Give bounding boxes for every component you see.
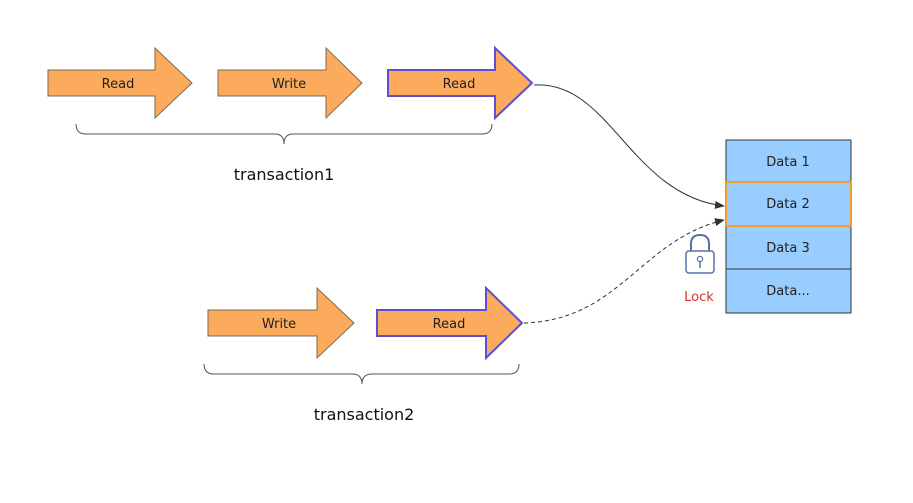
data-cell-more: Data... xyxy=(766,284,809,299)
step-arrow-shape-active xyxy=(387,45,534,121)
data-cell-2: Data 2 xyxy=(766,197,809,212)
transaction1-brace xyxy=(75,123,493,145)
transaction1-step-read-1: Read xyxy=(47,46,193,120)
step-arrow-shape xyxy=(217,46,363,120)
data-cell-1: Data 1 xyxy=(766,155,809,170)
step-arrow-shape xyxy=(47,46,193,120)
transaction2-brace xyxy=(203,363,520,385)
transaction1-step-read-2: Read xyxy=(387,45,534,121)
transaction1-label: transaction1 xyxy=(234,165,335,184)
step-arrow-shape xyxy=(207,286,355,360)
transaction1-step-write: Write xyxy=(217,46,363,120)
data-store: Data 1 Data 2 Data 3 Data... xyxy=(725,139,852,314)
step-label: Write xyxy=(272,77,306,92)
data-cell-highlight xyxy=(725,181,852,227)
transaction2-blocked-connector xyxy=(523,218,725,324)
data-cell-3: Data 3 xyxy=(766,241,809,256)
transaction1-access-connector xyxy=(533,84,725,209)
step-label: Read xyxy=(102,77,135,92)
step-label: Read xyxy=(433,317,466,332)
step-arrow-shape-active xyxy=(376,285,524,361)
padlock-icon xyxy=(685,233,715,274)
transaction2-step-read: Read xyxy=(376,285,524,361)
lock-label: Lock xyxy=(684,290,714,305)
transaction2-step-write: Write xyxy=(207,286,355,360)
transaction2-label: transaction2 xyxy=(314,405,415,424)
step-label: Read xyxy=(443,77,476,92)
step-label: Write xyxy=(262,317,296,332)
